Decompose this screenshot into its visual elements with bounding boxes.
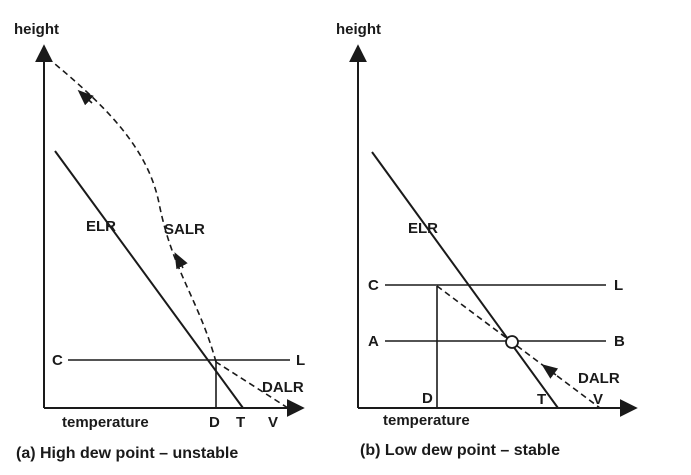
panel-a-v-label: V (268, 414, 278, 431)
panel-a-t-label: T (236, 414, 245, 431)
panel-b-b-label: B (614, 333, 625, 350)
panel-a-dalr-label: DALR (262, 379, 304, 396)
panel-b-c-label: C (368, 277, 379, 294)
panel-a-dalr-line (215, 361, 289, 409)
panel-a-elr-line (54, 150, 244, 409)
panel-a-caption: (a) High dew point – unstable (16, 445, 238, 462)
panel-a-salr-label: SALR (164, 221, 205, 238)
panel-b-caption: (b) Low dew point – stable (360, 442, 560, 459)
panel-a-d-label: D (209, 414, 220, 431)
panel-b-v-label: V (593, 391, 603, 408)
panel-a-x-axis-label: temperature (62, 414, 149, 431)
panel-b-dalr-line (436, 285, 601, 409)
panel-a-c-label: C (52, 352, 63, 369)
panel-b-dalr-label: DALR (578, 370, 620, 387)
panel-b-d-label: D (422, 390, 433, 407)
panel-a: height temperature ELR SALR DALR C L D T… (14, 21, 305, 462)
panel-b: height temperature ELR DALR C L A B D T … (336, 21, 638, 459)
panel-b-elr-label: ELR (408, 220, 438, 237)
panel-b-elr-line (371, 151, 559, 409)
panel-a-salr-arrow-lower (174, 252, 188, 270)
panel-a-elr-label: ELR (86, 218, 116, 235)
panel-b-t-label: T (537, 391, 546, 408)
panel-a-salr-curve (54, 63, 217, 363)
panel-b-l-label: L (614, 277, 623, 294)
panel-b-x-axis-label: temperature (383, 412, 470, 429)
panel-a-y-axis-label: height (14, 21, 59, 38)
panel-b-y-axis-label: height (336, 21, 381, 38)
panel-b-a-label: A (368, 333, 379, 350)
panel-b-intersection-marker (505, 335, 519, 349)
panel-a-salr-arrow-upper (77, 89, 94, 106)
panel-a-l-label: L (296, 352, 305, 369)
panel-b-dalr-arrow (541, 364, 559, 379)
